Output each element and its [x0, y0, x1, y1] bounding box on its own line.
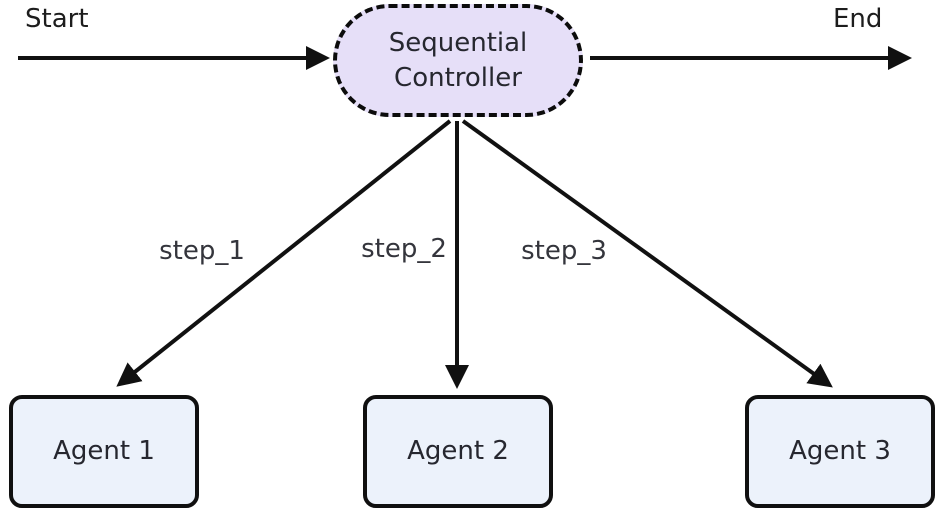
- node-sequential-controller: Sequential Controller: [333, 4, 583, 117]
- label-start: Start: [25, 4, 89, 34]
- edge-label-step-3: step_3: [521, 236, 607, 266]
- node-sequential-controller-label: Sequential Controller: [388, 27, 528, 93]
- node-agent-2-label: Agent 2: [407, 436, 509, 466]
- node-agent-1: Agent 1: [9, 395, 199, 508]
- edge-controller-to-agent1: [116, 119, 452, 387]
- node-agent-3: Agent 3: [745, 395, 935, 508]
- node-agent-3-label: Agent 3: [789, 436, 891, 466]
- label-end: End: [833, 4, 883, 34]
- node-agent-1-label: Agent 1: [53, 436, 155, 466]
- edge-label-step-1: step_1: [159, 236, 245, 266]
- node-agent-2: Agent 2: [363, 395, 553, 508]
- edge-controller-to-agent3: [461, 119, 833, 388]
- edge-label-step-2: step_2: [361, 234, 447, 264]
